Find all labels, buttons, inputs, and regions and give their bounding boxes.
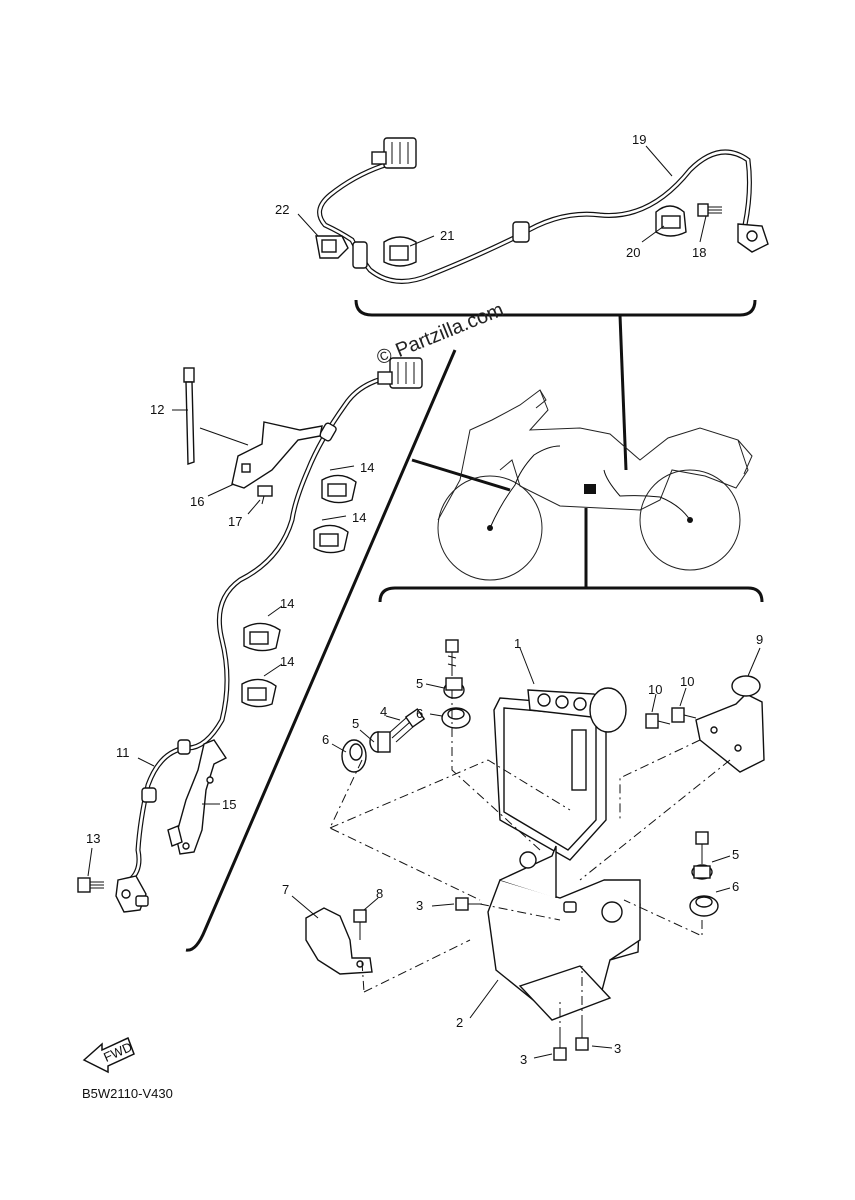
callout-20: 21 <box>440 228 454 243</box>
grommet-6 <box>341 739 367 773</box>
callout-5: 5 <box>416 676 423 691</box>
motorcycle-silhouette <box>437 389 753 581</box>
callout-15: 15 <box>222 797 236 812</box>
clamp-14 <box>321 474 357 504</box>
bracket-9 <box>695 675 765 773</box>
callout-14: 14 <box>352 510 366 525</box>
front-sensor-group: 12 16 17 14 14 <box>77 349 511 952</box>
callout-5: 5 <box>352 716 359 731</box>
callout-9: 9 <box>756 632 763 647</box>
bolt-3 <box>553 1034 567 1061</box>
callout-5: 5 <box>732 847 739 862</box>
rear-wheel-sensor <box>737 223 769 253</box>
callout-14: 14 <box>280 596 294 611</box>
clamp-22 <box>655 205 687 237</box>
collar-5 <box>443 677 465 699</box>
rear-wire-connector <box>371 137 417 169</box>
callout-3: 3 <box>614 1041 621 1056</box>
left-group-frame <box>185 349 457 952</box>
collar-5 <box>369 731 391 753</box>
callout-19: 18 <box>692 245 706 260</box>
bottom-group-frame <box>378 586 764 603</box>
callout-18: 19 <box>632 132 646 147</box>
bolt-13 <box>77 877 104 893</box>
cable-tie-12 <box>183 367 195 465</box>
callout-14: 14 <box>360 460 374 475</box>
bolt-3 <box>455 897 482 911</box>
callout-14: 14 <box>280 654 294 669</box>
clamp-14 <box>243 622 281 652</box>
abs-unit-group: 1 2 3 3 3 <box>282 508 765 1067</box>
callout-8: 8 <box>376 886 383 901</box>
bolt-3 <box>575 1024 589 1051</box>
callout-13: 13 <box>86 831 100 846</box>
abs-mounting-bracket <box>487 845 641 1021</box>
callout-3: 3 <box>416 898 423 913</box>
callout-22: 20 <box>626 245 640 260</box>
callout-11: 11 <box>116 745 130 760</box>
callout-7: 7 <box>282 882 289 897</box>
callout-6: 6 <box>732 879 739 894</box>
callout-2: 2 <box>456 1015 463 1030</box>
bolt-10 <box>671 707 697 723</box>
top-group-frame <box>354 299 757 317</box>
callout-10: 10 <box>648 682 662 697</box>
callout-17: 17 <box>228 514 242 529</box>
part-code: B5W2110-V430 <box>82 1086 173 1101</box>
bracket-7 <box>305 907 373 975</box>
callout-16: 16 <box>190 494 204 509</box>
callout-4: 4 <box>380 704 387 719</box>
wire-grommet <box>512 221 530 243</box>
callout-10: 10 <box>680 674 694 689</box>
collar-5 <box>691 864 713 880</box>
callout-3: 3 <box>520 1052 527 1067</box>
abs-hydraulic-unit <box>493 687 627 861</box>
callout-1: 1 <box>514 636 521 651</box>
clamp-20 <box>383 236 417 267</box>
callout-21: 22 <box>275 202 289 217</box>
bolt-right <box>695 831 709 864</box>
rear-sensor-group: 19 22 21 20 18 <box>275 132 769 471</box>
bolt-4 <box>387 708 426 743</box>
grommet-6 <box>441 707 471 729</box>
bolt-top <box>445 639 459 676</box>
bolt-17 <box>257 485 273 505</box>
callout-6: 6 <box>416 706 423 721</box>
bracket-16 <box>231 421 323 489</box>
callout-6: 6 <box>322 732 329 747</box>
grommet-6 <box>689 895 719 917</box>
bracket-15 <box>167 739 228 855</box>
clamp-14 <box>241 678 277 708</box>
clamp-21 <box>315 235 349 259</box>
front-wheel-sensor <box>115 875 149 913</box>
bolt-10 <box>645 713 671 729</box>
fwd-arrow-icon: FWD <box>82 1036 135 1074</box>
clamp-14 <box>313 524 349 554</box>
bolt-19 <box>697 203 722 217</box>
bolt-8 <box>353 909 367 940</box>
abs-unit-marker <box>584 484 596 494</box>
front-wire-connector <box>377 357 423 389</box>
callout-12: 12 <box>150 402 164 417</box>
